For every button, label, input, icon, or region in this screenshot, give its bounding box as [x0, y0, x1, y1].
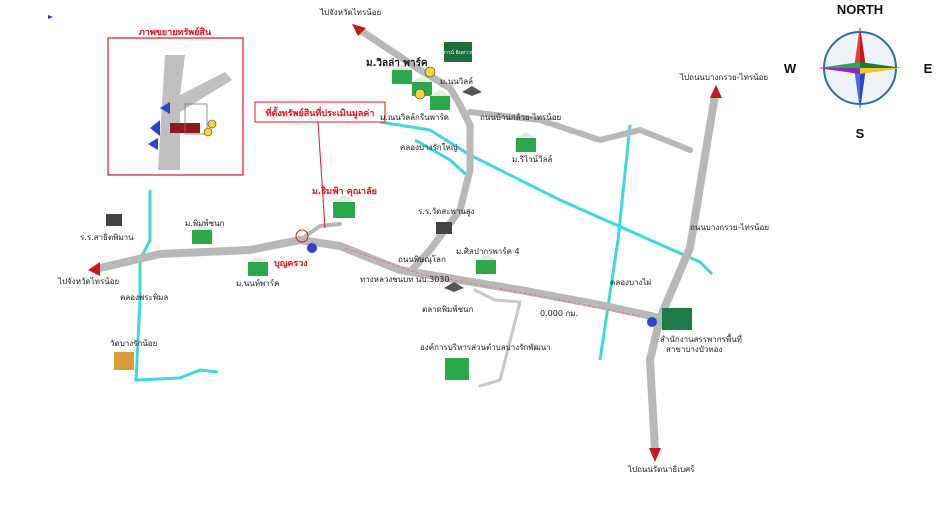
label-to-topright: ไปถนนบางกรวย-ไทรน้อย	[679, 73, 768, 82]
junction-marker-icon	[307, 243, 317, 253]
road-main	[96, 236, 664, 454]
label-canal2: คลองบางไผ่	[610, 278, 651, 287]
direction-arrows	[88, 24, 722, 462]
canal-main	[379, 120, 714, 276]
marker-icon	[424, 66, 436, 78]
inset-arrow-icon	[160, 102, 170, 114]
canal-upper	[414, 138, 472, 180]
label-office: สำนักงานสรรพากรพื้นที่	[660, 333, 742, 344]
house-icon	[192, 224, 212, 244]
inset-road	[158, 55, 232, 170]
label-to-top: ไปจังหวัดไทรน้อย	[319, 8, 381, 17]
inset-marker-icon	[203, 127, 213, 137]
label-bunkhwang: บุญครวง	[274, 259, 308, 269]
arrow-bottom-icon	[649, 448, 661, 462]
inset-arrow-icon	[148, 138, 158, 150]
label-pimchanok: ม.พิมพ์ชนก	[185, 218, 225, 228]
label-distance: 0.000 กม.	[540, 309, 578, 318]
house-icon	[248, 256, 268, 276]
office-building-icon	[445, 358, 469, 380]
label-road-vertical: ถนนบางกรวย-ไทรน้อย	[690, 223, 769, 232]
label-road-bangkhla: ถนนบ้านกล้วย-ไทรน้อย	[480, 113, 561, 122]
marker-icon	[414, 88, 426, 100]
canal-mid	[598, 124, 632, 361]
compass-south-label: S	[856, 126, 865, 141]
label-school1: ร.ร.สาธิตพิมาน	[80, 233, 134, 242]
label-villa-park: ม.วิลล่า พาร์ค	[366, 57, 428, 69]
inset-arrow-icon	[150, 120, 160, 136]
road-branch	[298, 222, 342, 242]
label-silpakorn: ม.ศิลปากรพาร์ค 4	[456, 246, 520, 256]
house-icon	[430, 90, 450, 110]
label-canal-left: คลองพระพิมล	[120, 293, 168, 302]
compass-needle-icon	[860, 26, 866, 68]
label-road-main: ถนนพิษณุโลก	[398, 254, 446, 264]
school-icon	[436, 222, 452, 234]
inset-marker-icon	[207, 119, 217, 129]
building-icons	[106, 66, 692, 380]
house-icon	[516, 132, 536, 152]
road-bangkhla	[467, 109, 693, 153]
inset-title: ภาพขยายทรัพย์สิน	[139, 26, 212, 38]
compass-rose: NORTH W E S	[784, 2, 933, 141]
house-icon	[392, 64, 412, 84]
inset-panel: ภาพขยายทรัพย์สิน	[107, 26, 244, 176]
label-bottomrow: ทางหลวงชนบท นบ.3030	[360, 275, 450, 284]
label-riverville: ม.ริไวน์วิลล์	[512, 154, 552, 164]
junction-marker-icon	[647, 317, 657, 327]
landmark-hotel: ทาวน์ อินทาวน์	[442, 42, 475, 62]
property-marker-icon	[295, 229, 309, 243]
market-icon	[444, 282, 464, 292]
canal-left	[134, 190, 219, 382]
label-canal-main: คลองบางรักใหญ่	[400, 143, 458, 152]
temple-roof-icon	[462, 86, 482, 96]
road-vertical-right	[656, 91, 719, 322]
school-icon	[106, 214, 122, 226]
label-market: ตลาดพิมพ์ชนก	[422, 304, 474, 314]
house-icon	[476, 254, 496, 274]
canals	[134, 120, 714, 382]
label-to-left: ไปจังหวัดไทรน้อย	[57, 277, 119, 286]
arrow-top-icon	[352, 24, 366, 36]
label-office2: สาขาบางบัวทอง	[666, 345, 722, 354]
label-temple: วัดบางรักน้อย	[110, 339, 157, 348]
house-icon	[333, 195, 355, 218]
label-nonpark: ม.นนท์พาร์ค	[236, 278, 279, 288]
corner-marker-icon	[48, 15, 53, 19]
compass-west-label: W	[784, 61, 797, 76]
revenue-office-icon	[662, 308, 692, 330]
label-nonvill: ม.นนวิลล์	[440, 76, 473, 86]
callout-box: ที่ตั้งทรัพย์สินที่ประเมินมูลค่า	[254, 101, 386, 243]
hotel-label: ทาวน์ อินทาวน์	[442, 49, 475, 56]
temple-icon	[114, 352, 134, 370]
label-school2: ร.ร.วัดสะพานสูง	[418, 207, 475, 217]
label-green-park: ม.ณนวิลล์กรีนพาร์ค	[380, 112, 449, 122]
compass-east-label: E	[924, 61, 933, 76]
arrow-topright-icon	[710, 85, 722, 98]
compass-north-label: NORTH	[837, 2, 883, 17]
road-distance-line	[344, 247, 641, 317]
road-soi	[473, 288, 522, 388]
arrow-left-icon	[88, 262, 100, 276]
label-project-main: ม.ริมฟ้า คุณาลัย	[312, 186, 377, 197]
label-district: องค์การบริหารส่วนตำบลบางรักพัฒนา	[420, 342, 551, 352]
callout-text: ที่ตั้งทรัพย์สินที่ประเมินมูลค่า	[266, 106, 375, 119]
label-to-bottom: ไปถนนรัตนาธิเบศร์	[627, 464, 695, 474]
labels: ไปจังหวัดไทรน้อย ไปถนนบางกรวย-ไทรน้อย ไป…	[57, 8, 769, 474]
project-icons	[192, 64, 536, 276]
